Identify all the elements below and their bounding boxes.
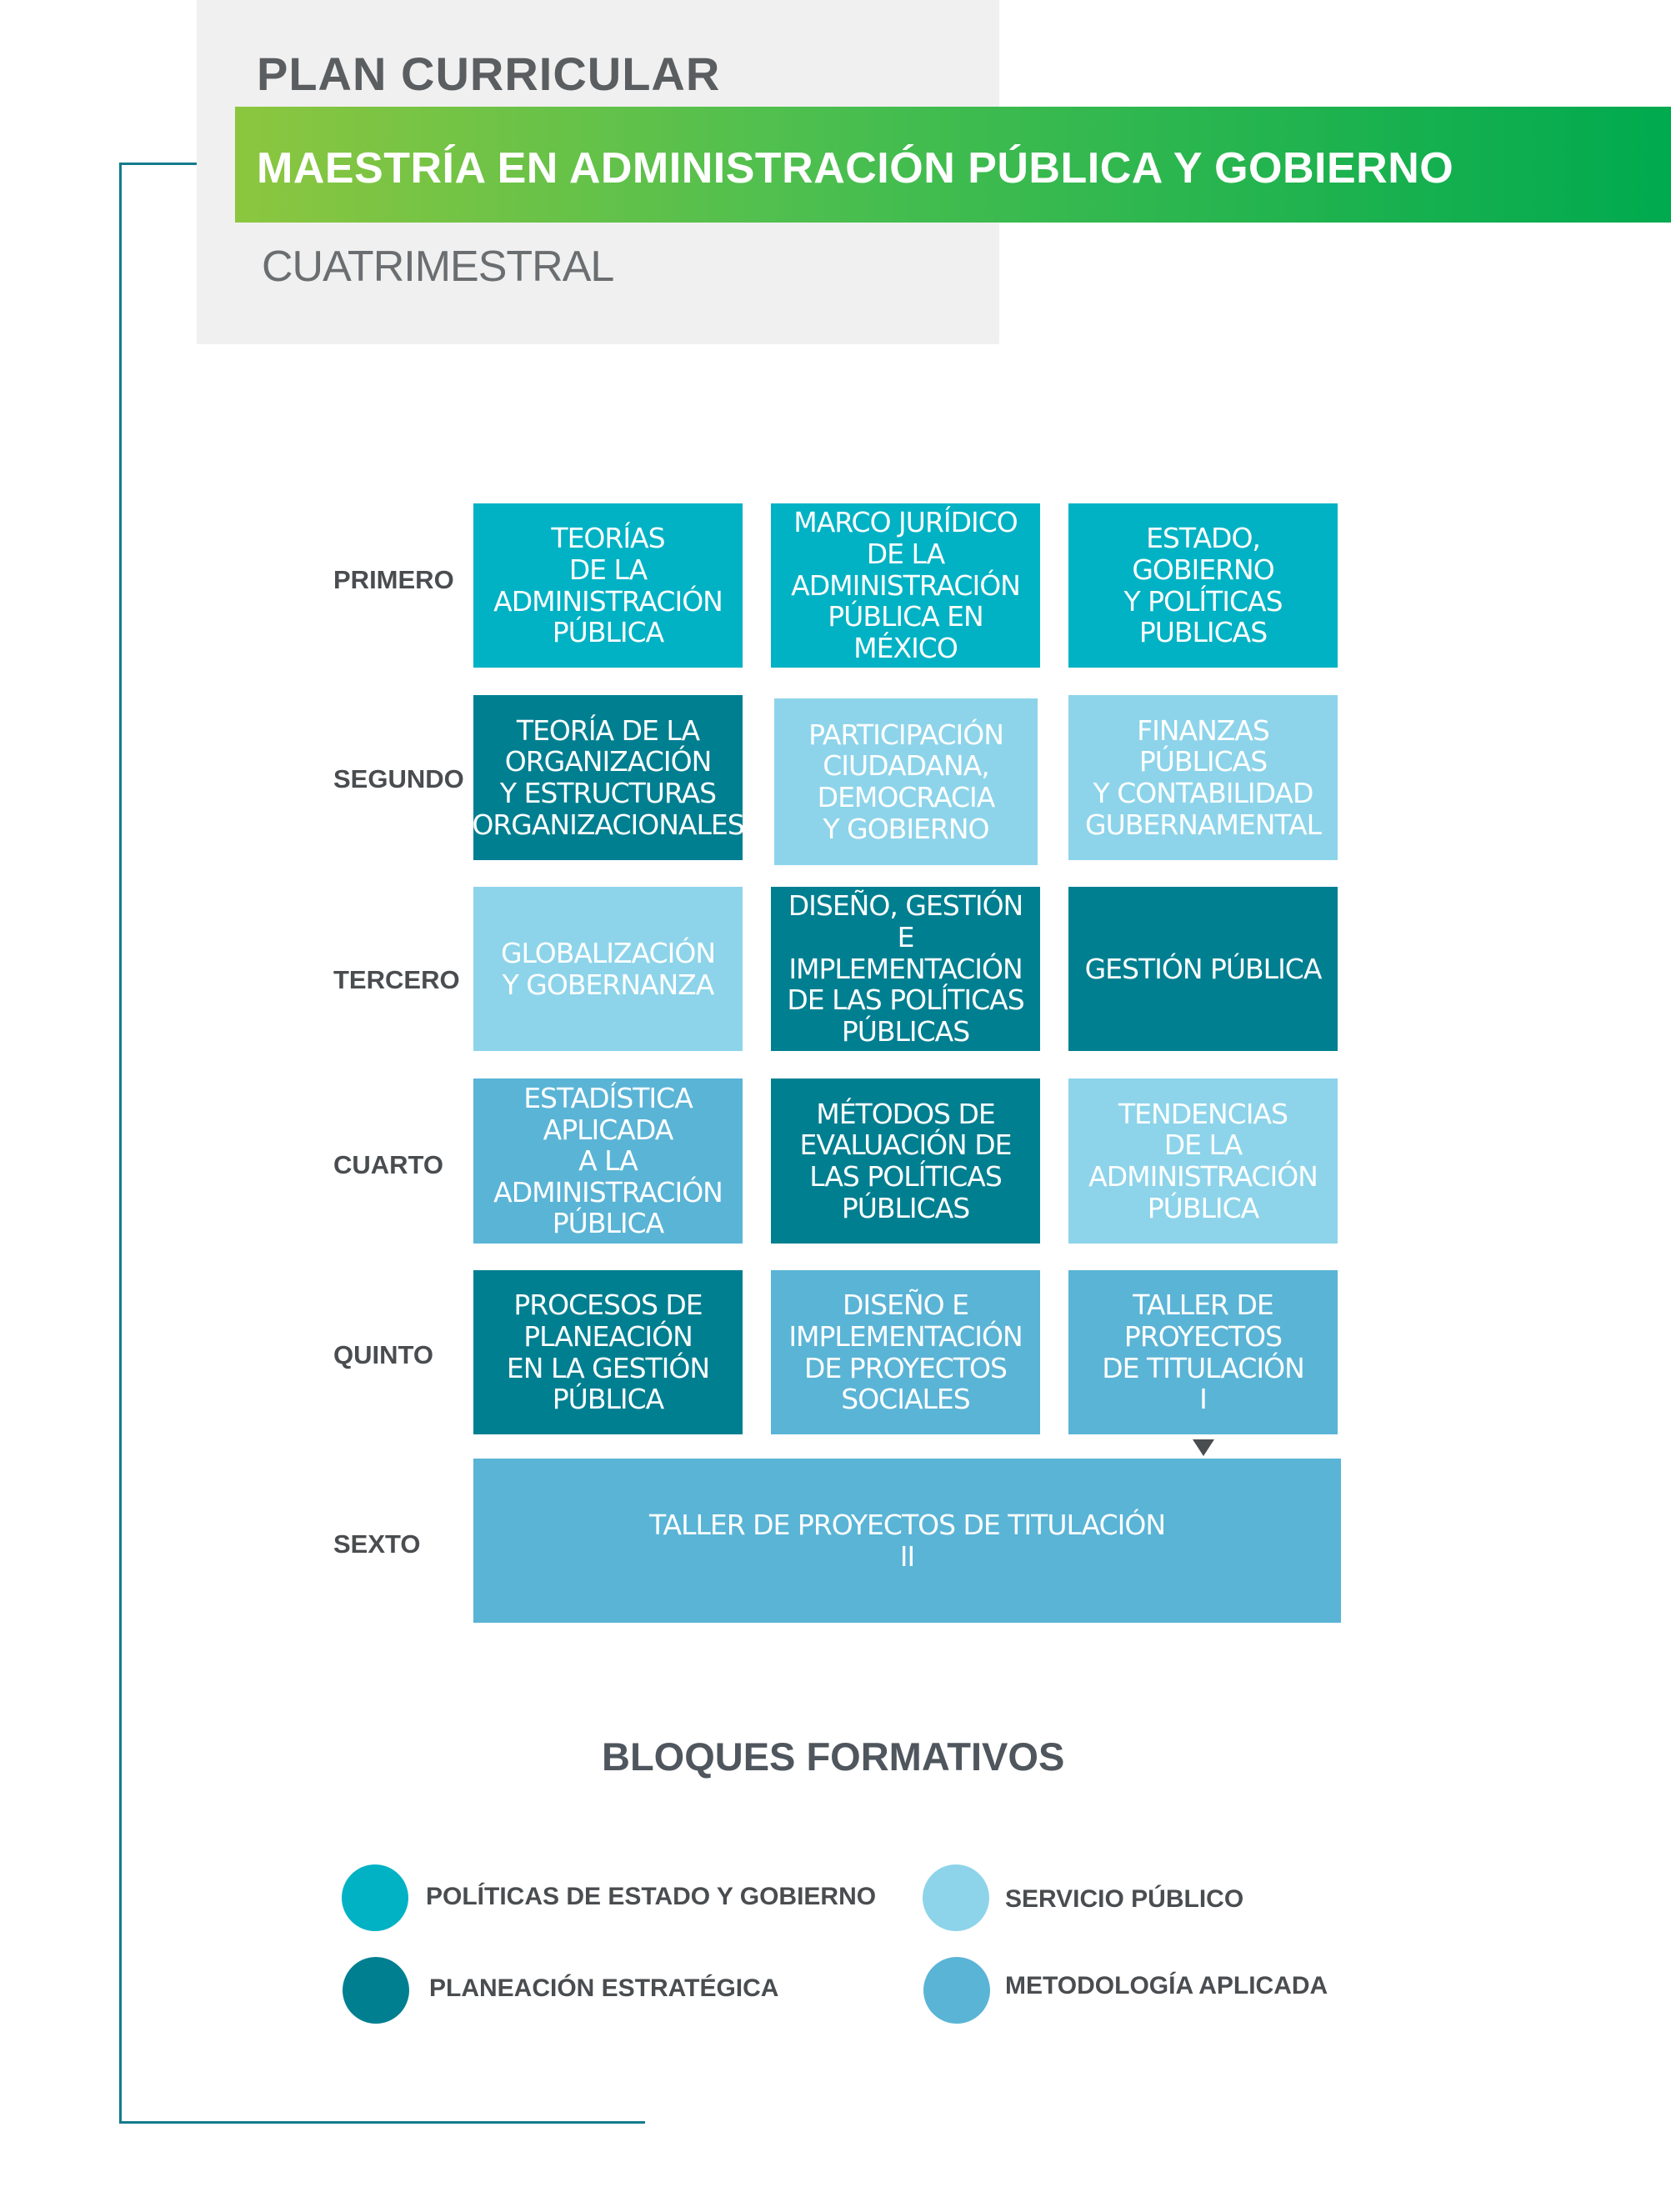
term-label-segundo: SEGUNDO [333, 764, 464, 793]
legend-label-servicio: SERVICIO PÚBLICO [1005, 1885, 1244, 1913]
legend-title: BLOQUES FORMATIVOS [602, 1734, 1065, 1779]
term-label-quinto: QUINTO [333, 1340, 433, 1369]
legend-dot-planeacion [343, 1957, 409, 2024]
course-card: PARTICIPACIÓN CIUDADANA, DEMOCRACIA Y GO… [774, 698, 1038, 865]
legend-dot-politicas [342, 1864, 408, 1931]
course-card: TALLER DE PROYECTOS DE TITULACIÓN I [1068, 1270, 1338, 1434]
legend-dot-servicio [923, 1864, 989, 1931]
legend-label-planeacion: PLANEACIÓN ESTRATÉGICA [429, 1974, 779, 2002]
course-card: MARCO JURÍDICO DE LA ADMINISTRACIÓN PÚBL… [771, 503, 1040, 668]
course-card: TENDENCIAS DE LA ADMINISTRACIÓN PÚBLICA [1068, 1078, 1338, 1244]
term-label-sexto: SEXTO [333, 1529, 421, 1559]
legend-label-metodologia: METODOLOGÍA APLICADA [1005, 1972, 1328, 1999]
term-label-primero: PRIMERO [333, 565, 454, 594]
course-card: TEORÍAS DE LA ADMINISTRACIÓN PÚBLICA [473, 503, 743, 668]
frame-line-left [119, 163, 122, 2124]
modality-label: CUATRIMESTRAL [262, 243, 614, 291]
legend-label-politicas: POLÍTICAS DE ESTADO Y GOBIERNO [426, 1883, 877, 1910]
program-title: MAESTRÍA EN ADMINISTRACIÓN PÚBLICA Y GOB… [257, 144, 1454, 193]
course-card: TEORÍA DE LA ORGANIZACIÓN Y ESTRUCTURAS … [472, 695, 745, 860]
course-card: ESTADÍSTICA APLICADA A LA ADMINISTRACIÓN… [473, 1078, 743, 1244]
legend-dot-metodologia [923, 1957, 990, 2024]
course-card: ESTADO, GOBIERNO Y POLÍTICAS PUBLICAS [1068, 503, 1338, 668]
arrow-down-icon [1193, 1439, 1214, 1456]
course-card: PROCESOS DE PLANEACIÓN EN LA GESTIÓN PÚB… [473, 1270, 743, 1434]
term-label-cuarto: CUARTO [333, 1150, 444, 1179]
course-card: MÉTODOS DE EVALUACIÓN DE LAS POLÍTICAS P… [771, 1078, 1040, 1244]
program-title-band [235, 107, 1671, 223]
plan-title: PLAN CURRICULAR [257, 48, 721, 100]
term-label-tercero: TERCERO [333, 965, 460, 994]
course-card: FINANZAS PÚBLICAS Y CONTABILIDAD GUBERNA… [1068, 695, 1338, 860]
course-card: DISEÑO, GESTIÓN E IMPLEMENTACIÓN DE LAS … [771, 887, 1040, 1051]
course-card: DISEÑO E IMPLEMENTACIÓN DE PROYECTOS SOC… [771, 1270, 1040, 1434]
course-card: GESTIÓN PÚBLICA [1068, 887, 1338, 1051]
course-card-wide: TALLER DE PROYECTOS DE TITULACIÓN II [473, 1459, 1341, 1623]
frame-line-bottom [119, 2121, 645, 2124]
course-card: GLOBALIZACIÓN Y GOBERNANZA [473, 887, 743, 1051]
frame-line-top [119, 163, 197, 165]
